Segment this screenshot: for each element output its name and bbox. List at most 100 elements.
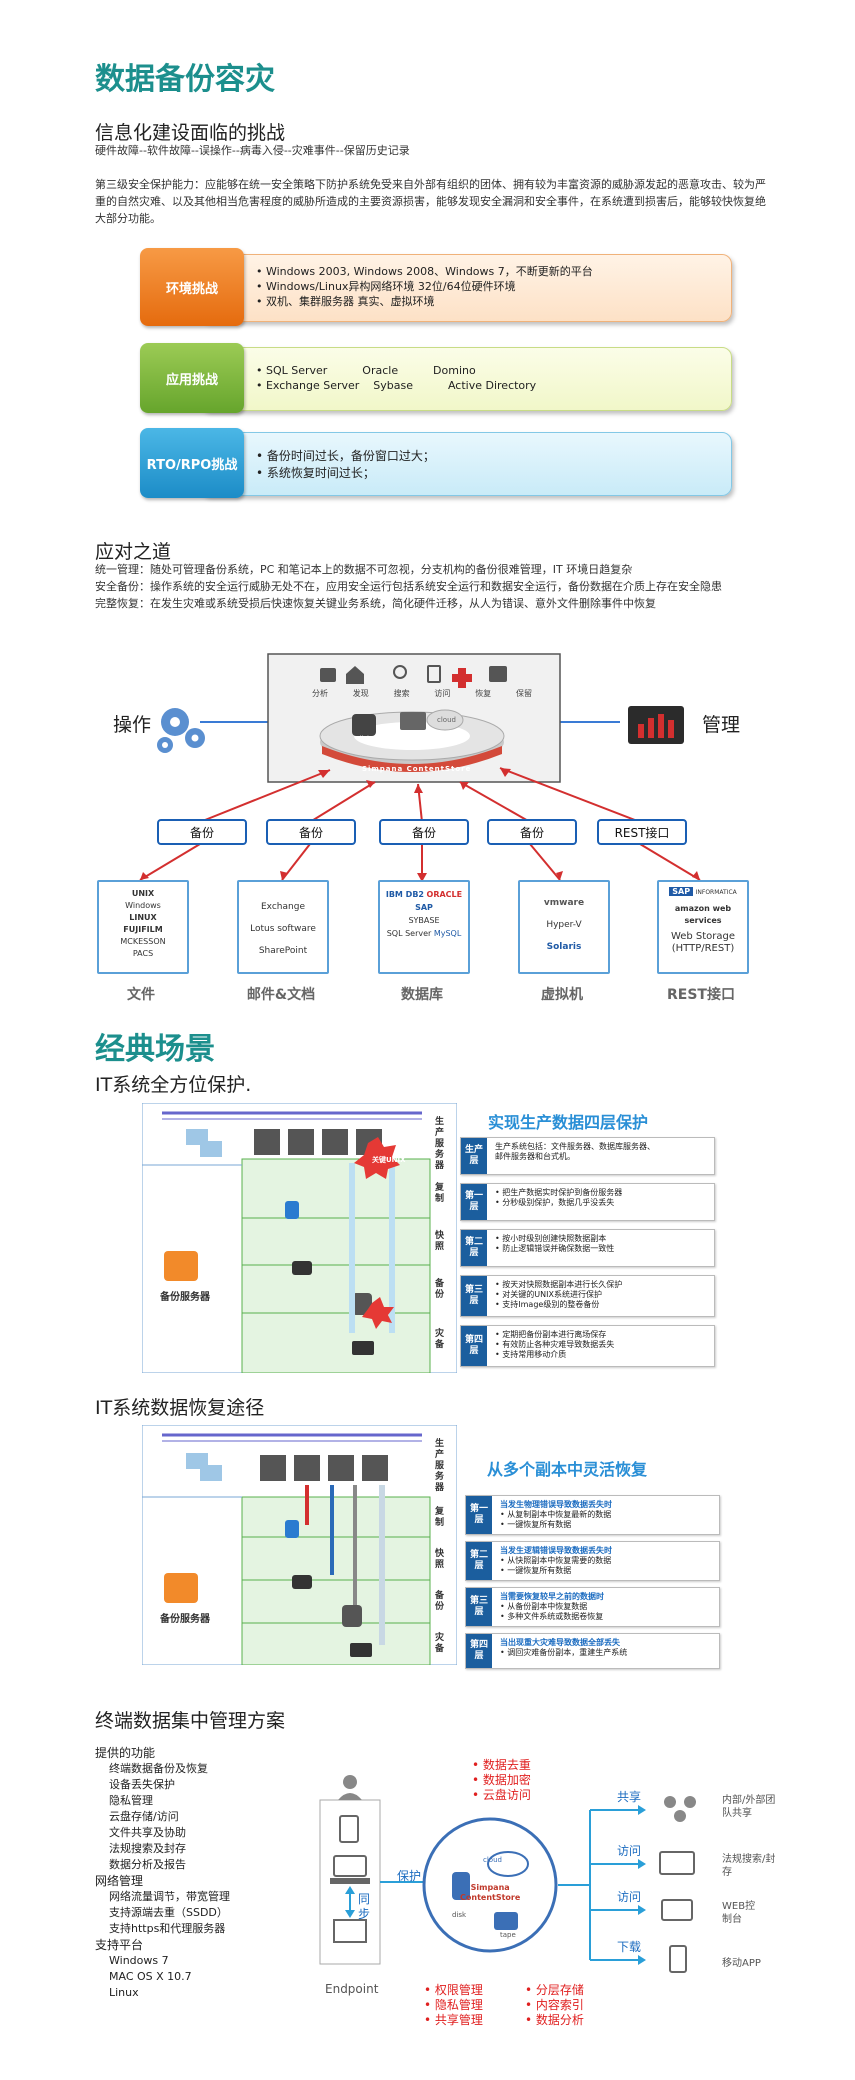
layer-line: • 多种文件系统或数据卷恢复 — [500, 1612, 604, 1621]
store-disk-label: disk — [452, 1911, 467, 1919]
layer-tag: 第三层 — [466, 1588, 492, 1626]
layer-line: • 防止逻辑错误并确保数据一致性 — [495, 1244, 615, 1253]
challenge-subtitle: 硬件故障--软件故障--误操作--病毒入侵--灾难事件--保留历史记录 — [95, 144, 410, 157]
restore-layer-box: 第一层当发生物理错误导致数据丢失时• 从复制副本中恢复最新的数据• 一键恢复所有… — [465, 1495, 720, 1535]
layer-box: 生产层生产系统包括：文件服务器、数据库服务器、邮件服务器和台式机。 — [460, 1137, 715, 1175]
architecture-diagram — [139, 653, 701, 882]
store-label: Simpana ContentStore — [460, 1883, 520, 1903]
endpoint-features: 提供的功能 终端数据备份及恢复 设备丢失保护 隐私管理 云盘存储/访问 文件共享… — [95, 1745, 230, 2001]
rto-challenge-card: RTO/RPO挑战 • 备份时间过长，备份窗口过大； • 系统恢复时间过长； — [140, 428, 732, 498]
env-challenge-card: 环境挑战 • Windows 2003, Windows 2008、Window… — [140, 248, 732, 326]
bullet: • 共享管理 — [424, 2013, 483, 2027]
bullet: • 隐私管理 — [424, 1998, 483, 2012]
restore-diagram: 备份服务器 生产服务器 复制 快照 备份 灾备 — [142, 1425, 457, 1665]
protect-diagram: 关键UNIX 备份服务器 生产服务器 复制 快照 备份 灾备 — [142, 1103, 457, 1373]
card-line: • Windows/Linux异构网络环境 32位/64位硬件环境 — [256, 280, 516, 293]
layer-line: • 定期把备份副本进行离场保存 — [495, 1330, 607, 1339]
restore-side-label-snapshot: 快照 — [435, 1549, 445, 1570]
restore-layer-box: 第二层当发生逻辑错误导致数据丢失时• 从快照副本中恢复需要的数据• 一键恢复所有… — [465, 1541, 720, 1581]
arrow-label-share: 共享 — [617, 1790, 642, 1804]
icon-label-discover: 发现 — [352, 689, 369, 698]
logo-sybase: SYBASE — [408, 916, 440, 925]
card-line: • Windows 2003, Windows 2008、Windows 7，不… — [256, 265, 593, 278]
scenarios-title: 经典场景 — [95, 1032, 215, 1067]
bullet: • 数据去重 — [472, 1758, 531, 1772]
feature-item: Windows 7 — [109, 1954, 169, 1967]
layer-head: 当发生物理错误导致数据丢失时 — [500, 1500, 612, 1509]
logo-windows: Windows — [125, 901, 161, 910]
approach-title: 应对之道 — [95, 541, 172, 563]
icon-label-recover: 恢复 — [475, 689, 492, 698]
source-label-rest: REST接口 — [667, 987, 735, 1003]
web-storage-label: Web Storage — [670, 931, 736, 942]
logo-linux: LINUX — [129, 913, 157, 922]
layer-box: 第一层• 把生产数据实时保护到备份服务器• 分秒级别保护，数据几乎没丢失 — [460, 1183, 715, 1221]
approach-line: 安全备份：操作系统的安全运行威胁无处不在，应用安全运行包括系统安全运行和数据安全… — [95, 580, 722, 593]
logo-sap-rest: SAP — [669, 887, 694, 896]
icon-label-retain: 保留 — [515, 689, 532, 698]
layer-line: • 把生产数据实时保护到备份服务器 — [495, 1188, 623, 1197]
bullet: • 数据分析 — [525, 2013, 584, 2027]
env-challenge-tag: 环境挑战 — [140, 248, 244, 326]
side-label-backup: 备份 — [435, 1279, 445, 1300]
source-box-rest: SAP INFORMATICA amazon web services Web … — [657, 880, 749, 974]
content-store-label: Simpana ContentStore — [362, 765, 472, 773]
page-title: 数据备份容灾 — [95, 62, 275, 97]
feature-head: 提供的功能 — [95, 1746, 156, 1760]
source-box-db: IBM DB2 ORACLE SAP SYBASE SQL Server MyS… — [378, 880, 470, 974]
arrow-label-download: 下载 — [617, 1940, 642, 1954]
layer-line: • 从快照副本中恢复需要的数据 — [500, 1556, 612, 1565]
layer-tag: 第四层 — [466, 1634, 492, 1668]
layer-line: • 有效防止各种灾难导致数据丢失 — [495, 1340, 615, 1349]
right-item-team-share: 内部/外部团队共享 — [722, 1795, 776, 1819]
logo-sqlserver: SQL Server — [386, 929, 432, 938]
store-label-line: ContentStore — [460, 1893, 521, 1902]
web-storage-protocol: (HTTP/REST) — [671, 943, 735, 954]
store-cloud-label: cloud — [483, 1856, 502, 1864]
source-box-mail: Exchange Lotus software SharePoint — [237, 880, 329, 974]
feature-item: 数据分析及报告 — [109, 1858, 186, 1871]
logo-hyperv: Hyper-V — [546, 920, 582, 930]
layer-line: • 调回灾难备份副本，重建生产系统 — [500, 1648, 628, 1657]
feature-item: 网络流量调节，带宽管理 — [109, 1890, 230, 1903]
logo-pacs: PACS — [132, 949, 154, 958]
top-bullets: • 数据去重 • 数据加密 • 云盘访问 — [472, 1758, 531, 1803]
arrow-label-access-1: 访问 — [617, 1844, 642, 1858]
feature-item: 隐私管理 — [109, 1794, 153, 1807]
app-challenge-tag: 应用挑战 — [140, 343, 244, 413]
bullet: • 分层存储 — [525, 1983, 584, 1997]
card-line: • Exchange Server Sybase Active Director… — [256, 379, 537, 392]
endpoint-label: Endpoint — [325, 1982, 379, 1996]
arch-operations-label: 操作 — [113, 714, 152, 736]
restore-backup-server-label: 备份服务器 — [160, 1614, 210, 1625]
restore-layer-box: 第三层当需要恢复较早之前的数据时• 从备份副本中恢复数据• 多种文件系统或数据卷… — [465, 1587, 720, 1627]
arrow-label-access-2: 访问 — [617, 1890, 642, 1904]
bullet: • 数据加密 — [472, 1773, 531, 1787]
store-label-line: Simpana — [470, 1883, 510, 1892]
layer-head: 当出现重大灾难导致数据全部丢失 — [500, 1638, 620, 1647]
feature-item: 文件共享及协助 — [109, 1826, 186, 1839]
side-label-replication: 复制 — [435, 1183, 445, 1204]
source-label-mail: 邮件&文档 — [246, 987, 316, 1003]
logo-vmware: vmware — [543, 898, 585, 908]
layer-head: 当发生逻辑错误导致数据丢失时 — [500, 1546, 612, 1555]
logo-exchange: Exchange — [261, 902, 305, 912]
logo-sap: SAP — [415, 903, 433, 912]
logo-amazon: amazon web services — [674, 904, 732, 925]
layer-tag: 第二层 — [466, 1542, 492, 1580]
store-tape-label: tape — [500, 1931, 516, 1939]
side-label-production: 生产服务器 — [435, 1117, 445, 1171]
feature-item: MAC OS X 10.7 — [109, 1970, 192, 1983]
layer-line: • 一键恢复所有数据 — [500, 1566, 572, 1575]
source-label-files: 文件 — [127, 987, 155, 1003]
bullet: • 权限管理 — [424, 1983, 483, 1997]
source-box-vm: vmware Hyper-V Solaris — [518, 880, 610, 974]
ring-cloud-label: cloud — [437, 716, 456, 724]
layer-tag: 第三层 — [461, 1276, 487, 1316]
logo-mckesson: MCKESSON — [120, 937, 166, 946]
restore-title: IT系统数据恢复途径 — [95, 1397, 265, 1419]
layer-tag: 第一层 — [466, 1496, 492, 1534]
layer-line: • 支持常用移动介质 — [495, 1350, 567, 1359]
layer-line: 生产系统包括：文件服务器、数据库服务器、 — [495, 1142, 655, 1151]
bottom-left-bullets: • 权限管理 • 隐私管理 • 共享管理 — [424, 1983, 483, 2028]
